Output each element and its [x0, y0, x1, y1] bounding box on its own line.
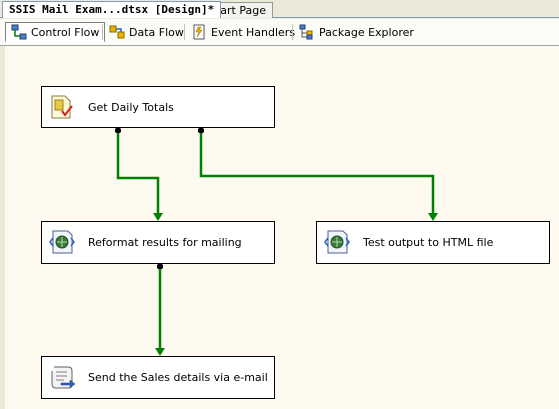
control-flow-icon: [11, 24, 27, 40]
document-tab-strip: SSIS Mail Exam...dtsx [Design]* Start Pa…: [0, 0, 559, 19]
event-handlers-icon: [193, 24, 205, 40]
designer-tab-bar: Control Flow Data Flow Event Handlers Pa…: [0, 19, 559, 46]
task-get-daily-totals[interactable]: Get Daily Totals: [41, 86, 275, 128]
tab-separator: [292, 24, 293, 40]
task-send-mail[interactable]: Send the Sales details via e-mail: [41, 356, 275, 399]
tab-data-flow[interactable]: Data Flow: [104, 22, 189, 42]
send-mail-task-icon: [51, 366, 76, 389]
script-task-icon: [49, 230, 75, 254]
tab-strip-divider: [0, 17, 559, 18]
tab-event-handlers[interactable]: Event Handlers: [186, 22, 300, 42]
tab-label: Control Flow: [31, 25, 100, 39]
task-label: Test output to HTML file: [363, 236, 494, 249]
tab-separator: [102, 24, 103, 40]
execute-sql-task-icon: [51, 95, 73, 119]
task-reformat-results[interactable]: Reformat results for mailing: [41, 221, 275, 264]
task-label: Get Daily Totals: [88, 100, 174, 114]
tab-label: Event Handlers: [211, 25, 296, 39]
canvas-margin: [0, 46, 5, 409]
task-label: Send the Sales details via e-mail: [88, 371, 268, 384]
tab-package-design[interactable]: SSIS Mail Exam...dtsx [Design]*: [2, 1, 222, 18]
package-explorer-icon: [299, 24, 313, 40]
task-test-output[interactable]: Test output to HTML file: [316, 221, 550, 264]
tab-package-explorer[interactable]: Package Explorer: [294, 22, 419, 42]
tab-separator: [184, 24, 185, 40]
script-task-icon: [324, 230, 350, 254]
tab-control-flow[interactable]: Control Flow: [5, 22, 106, 42]
task-label: Reformat results for mailing: [88, 236, 242, 249]
data-flow-icon: [109, 25, 125, 39]
tab-label: Package Explorer: [319, 25, 414, 39]
tab-label: Data Flow: [129, 25, 184, 39]
